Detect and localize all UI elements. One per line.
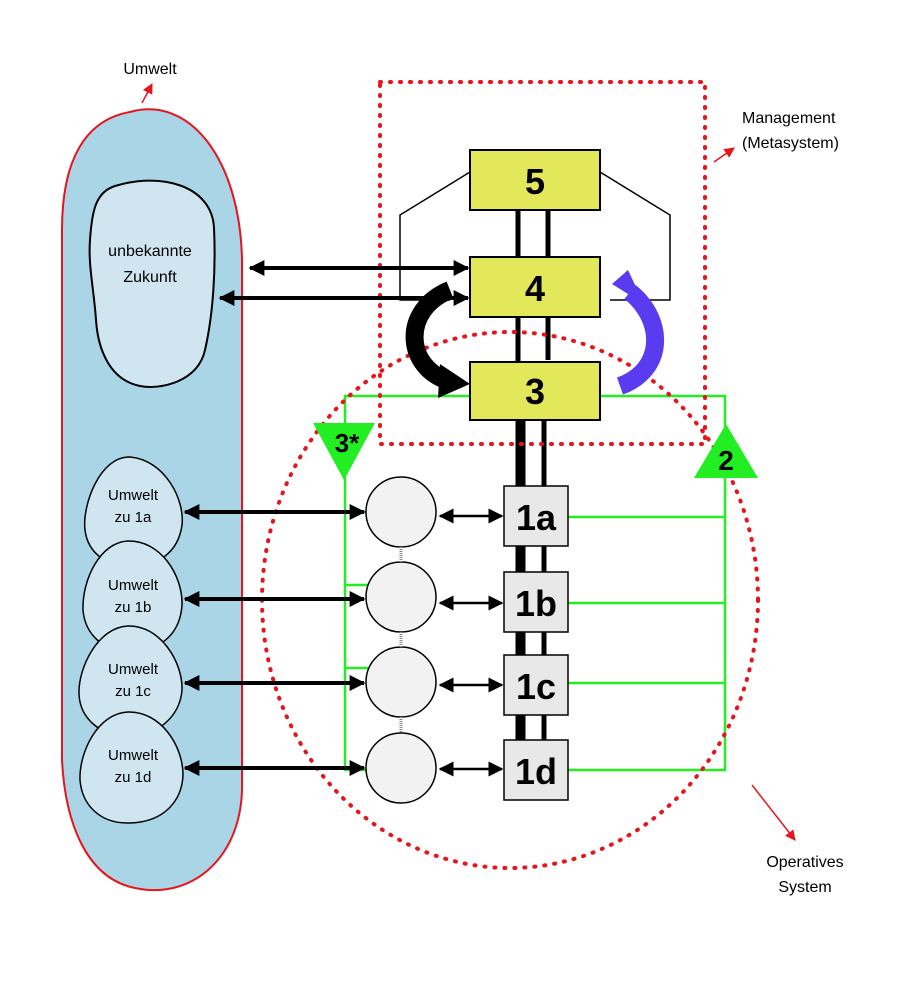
pointer-environment (141, 83, 153, 104)
env-1b-line1: Umwelt (108, 577, 159, 594)
env-1c-line2: zu 1c (115, 683, 151, 700)
operations-label-line2: System (778, 879, 831, 896)
hexagon-outline (399, 171, 471, 301)
system-5-label: 5 (525, 161, 545, 202)
unit-circles (365, 476, 437, 804)
system-4-label: 4 (525, 268, 545, 309)
env-1b-line2: zu 1b (115, 599, 152, 616)
environment-label: Umwelt (123, 61, 177, 78)
future-label-line1: unbekannte (108, 243, 192, 260)
unit-1d-box (503, 739, 569, 801)
black-arrowhead (438, 364, 470, 398)
system-3star-triangle (313, 423, 375, 480)
system-5-box (469, 149, 601, 211)
env-blob-1d (79, 711, 184, 824)
unit-1a-label: 1a (516, 497, 557, 538)
system-4-box (469, 256, 601, 318)
env-1c-line1: Umwelt (108, 661, 159, 678)
env-1a-line1: Umwelt (108, 487, 159, 504)
pointer-operations (751, 784, 796, 841)
operations-label-line1: Operatives (766, 854, 843, 871)
unit-1a-box (503, 485, 569, 547)
management-label-line2: (Metasystem) (742, 135, 839, 152)
management-label-line1: Management (742, 110, 836, 127)
future-label-line2: Zukunft (123, 269, 177, 286)
unknown-future-blob (88, 179, 216, 388)
env-to-circle-arrows (183, 504, 366, 776)
pointer-management (713, 147, 735, 163)
unit-1d-label: 1d (515, 751, 557, 792)
unit-1c-box (503, 654, 569, 716)
unit-1c-label: 1c (516, 666, 556, 707)
hexagon-outline-right (599, 171, 671, 301)
purple-curved-arrow (616, 284, 664, 395)
black-curved-arrow (405, 281, 455, 391)
unit-1b-label: 1b (515, 583, 557, 624)
system-2-label: 2 (718, 445, 734, 476)
system-3-label: 3 (525, 371, 545, 412)
circle-to-unit-arrows (438, 508, 504, 777)
env-1d-line2: zu 1d (115, 769, 152, 786)
purple-arrowhead (612, 270, 644, 304)
unit-1b-box (503, 571, 569, 633)
env-1d-line1: Umwelt (108, 747, 159, 764)
env-1a-line2: zu 1a (115, 509, 152, 526)
system-2-triangle (694, 424, 758, 478)
system-3-box (469, 361, 601, 421)
system-3star-label: 3* (335, 428, 360, 458)
